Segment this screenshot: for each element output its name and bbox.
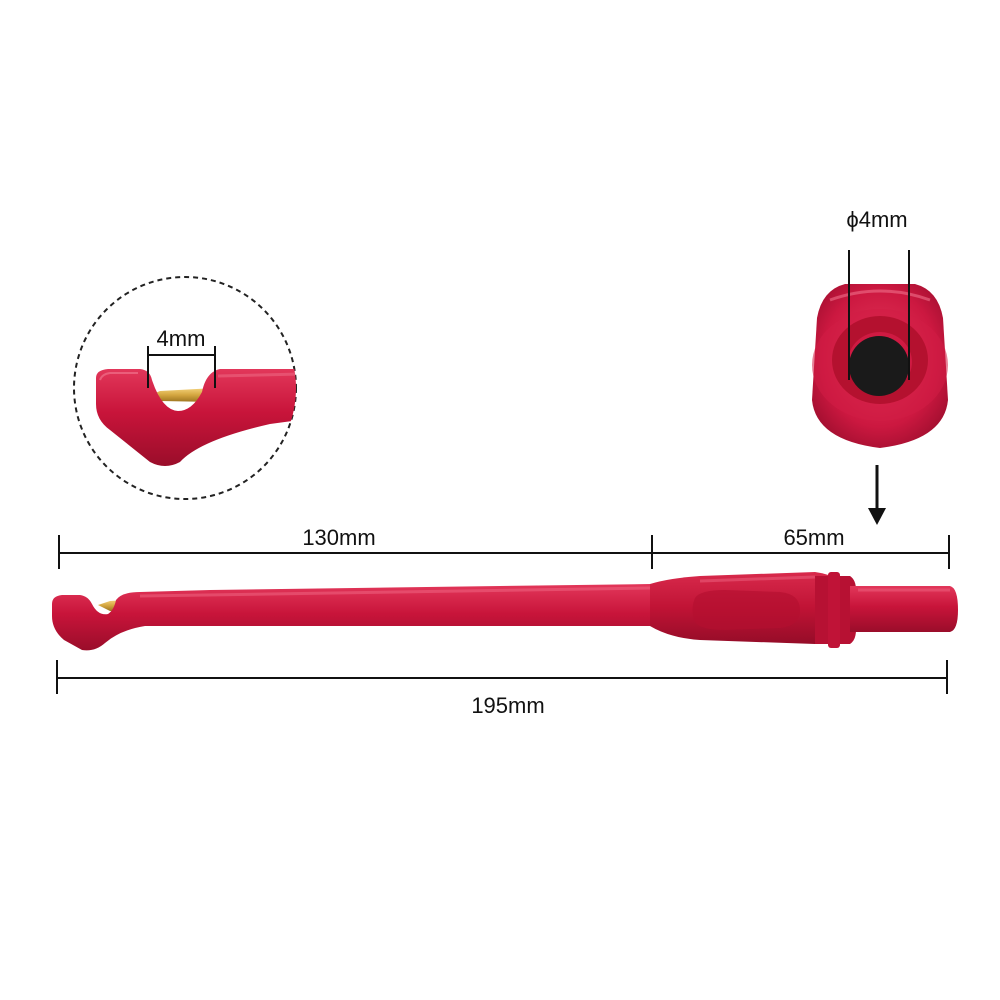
- hook-width-dimension: 4mm: [147, 326, 216, 388]
- test-probe: [52, 572, 958, 651]
- hook-closeup: [96, 369, 296, 466]
- grip-recess: [692, 590, 800, 630]
- hook-width-label: 4mm: [157, 326, 206, 351]
- section-dimension-lines: 130mm 65mm: [58, 525, 950, 569]
- socket-end-view: ϕ4mm: [812, 207, 948, 448]
- probe-connector: [850, 586, 958, 632]
- total-length-label: 195mm: [471, 693, 544, 718]
- probe-shaft: [52, 584, 650, 651]
- total-length-dimension: 195mm: [56, 660, 948, 718]
- socket-hole: [849, 336, 909, 396]
- hook-body-closeup: [96, 369, 296, 466]
- right-section-length-label: 65mm: [783, 525, 844, 550]
- socket-diameter-label: ϕ4mm: [846, 207, 907, 232]
- left-section-length-label: 130mm: [302, 525, 375, 550]
- arrow-down-icon: [868, 465, 886, 525]
- hook-detail-callout: 4mm: [73, 276, 297, 500]
